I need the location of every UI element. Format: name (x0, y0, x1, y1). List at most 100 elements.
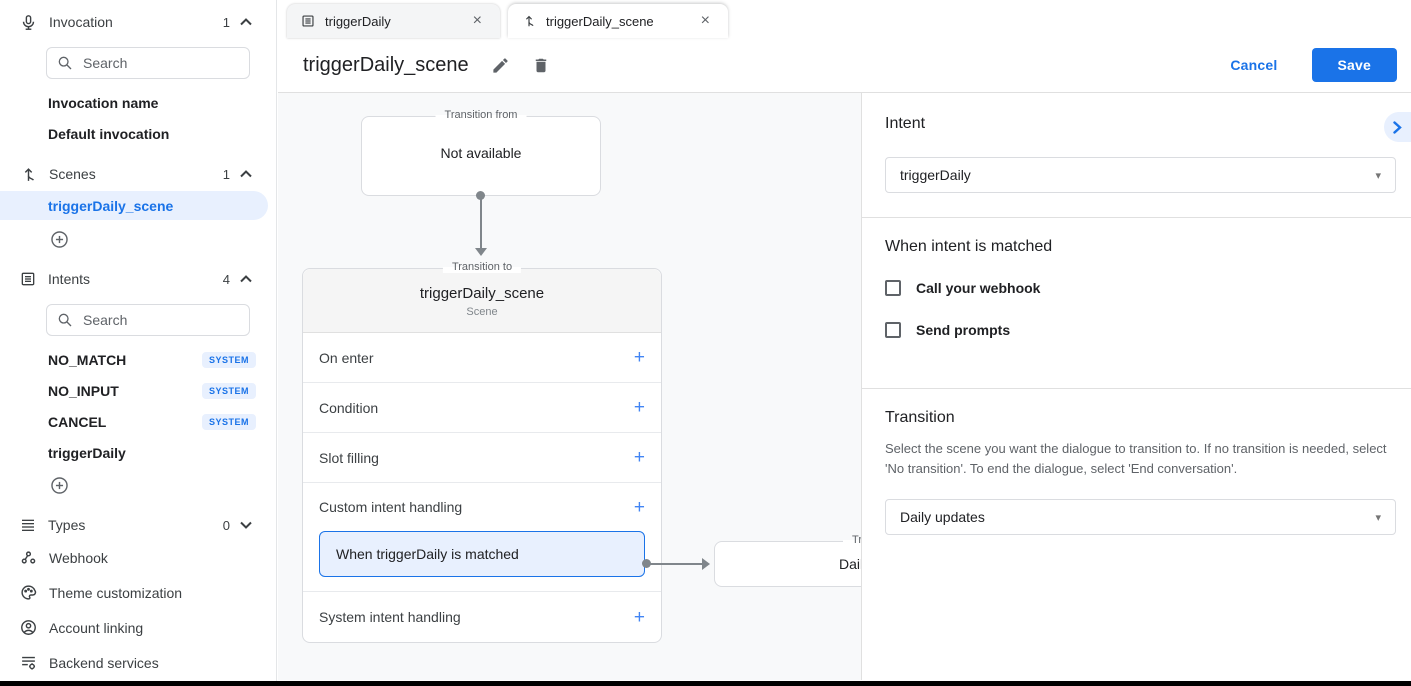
types-icon (20, 518, 36, 532)
scene-tab-icon (522, 14, 536, 28)
connector-dot (476, 191, 485, 200)
sidebar-section-invocation[interactable]: Invocation 1 (0, 7, 276, 37)
close-tab-icon[interactable]: × (472, 12, 482, 29)
plus-circle-icon (50, 476, 69, 495)
chevron-up-icon[interactable] (240, 275, 252, 283)
add-intent-button[interactable] (0, 468, 276, 502)
chevron-right-icon (1393, 120, 1402, 134)
intents-icon (20, 271, 36, 287)
sidebar-item-intent-triggerdaily[interactable]: triggerDaily (0, 437, 276, 468)
checkbox-label: Call your webhook (916, 280, 1041, 296)
window-bottom-edge (0, 681, 1411, 686)
section-label: Scenes (49, 166, 96, 182)
scene-flow-canvas[interactable]: Transition from Not available Transition… (278, 93, 861, 680)
scene-node-title: triggerDaily_scene (419, 285, 545, 302)
caret-down-icon: ▾ (1375, 169, 1381, 182)
chevron-down-icon[interactable] (240, 521, 252, 529)
send-prompts-checkbox-row[interactable]: Send prompts (885, 322, 1396, 338)
section-count: 1 (222, 14, 230, 30)
search-icon (57, 312, 73, 328)
edit-pencil-icon[interactable] (491, 56, 510, 75)
tab-label: triggerDaily_scene (546, 13, 654, 29)
scene-node-subtitle: Scene (466, 306, 498, 318)
add-condition-icon[interactable]: + (633, 397, 645, 418)
sidebar-section-scenes[interactable]: Scenes 1 (0, 159, 276, 189)
transition-description: Select the scene you want the dialogue t… (885, 441, 1387, 477)
microphone-icon (20, 14, 37, 31)
sidebar-section-types[interactable]: Types 0 (0, 510, 276, 540)
connector-line-horizontal (647, 563, 703, 565)
link-label: Account linking (49, 619, 144, 636)
content-area: Transition from Not available Transition… (278, 93, 1411, 680)
sidebar-item-intent-cancel[interactable]: CANCEL SYSTEM (0, 406, 276, 437)
intent-handler-card-selected[interactable]: When triggerDaily is matched (319, 531, 645, 577)
system-badge: SYSTEM (201, 413, 256, 430)
tab-triggerdaily-scene[interactable]: triggerDaily_scene × (508, 4, 728, 38)
sidebar-item-scene-triggerdaily-scene[interactable]: triggerDaily_scene (0, 191, 268, 220)
transition-from-node[interactable]: Transition from Not available (361, 109, 601, 196)
sidebar-item-default-invocation[interactable]: Default invocation (48, 125, 170, 142)
intent-heading: Intent (885, 115, 926, 132)
section-count: 1 (222, 166, 230, 182)
node-legend: Transition to (442, 261, 522, 273)
system-badge: SYSTEM (201, 382, 256, 399)
checkbox-unchecked-icon[interactable] (885, 280, 901, 296)
arrowhead-down-icon (475, 248, 487, 256)
link-label: Webhook (49, 549, 108, 566)
scene-row-condition[interactable]: Condition + (303, 383, 661, 433)
search-input[interactable] (83, 312, 223, 328)
section-count: 0 (222, 517, 230, 533)
collapse-panel-button[interactable] (1384, 112, 1411, 142)
intent-label: NO_INPUT (48, 382, 119, 399)
add-custom-intent-icon[interactable]: + (633, 496, 645, 518)
sidebar-section-intents[interactable]: Intents 4 (0, 264, 276, 294)
section-count: 4 (222, 271, 230, 287)
tab-label: triggerDaily (325, 13, 391, 29)
row-label: On enter (319, 349, 374, 366)
sidebar-item-intent-no-match[interactable]: NO_MATCH SYSTEM (0, 344, 276, 375)
scene-row-slot-filling[interactable]: Slot filling + (303, 433, 661, 483)
section-label: Types (48, 517, 86, 533)
add-scene-button[interactable] (0, 222, 276, 256)
sidebar-item-webhook[interactable]: Webhook (0, 540, 276, 575)
scenes-icon (20, 166, 37, 183)
chevron-up-icon[interactable] (240, 18, 252, 26)
link-label: Backend services (49, 654, 159, 671)
save-button[interactable]: Save (1311, 48, 1397, 82)
add-slot-filling-icon[interactable]: + (633, 447, 645, 468)
intent-select[interactable]: triggerDaily ▾ (885, 157, 1396, 193)
sidebar-item-theme-customization[interactable]: Theme customization (0, 575, 276, 610)
page-title: triggerDaily_scene (303, 53, 469, 76)
tab-triggerdaily[interactable]: triggerDaily × (287, 4, 500, 38)
add-on-enter-icon[interactable]: + (633, 347, 645, 368)
sidebar-item-intent-no-input[interactable]: NO_INPUT SYSTEM (0, 375, 276, 406)
transition-select[interactable]: Daily updates ▾ (885, 499, 1396, 536)
scene-row-on-enter[interactable]: On enter + (303, 333, 661, 383)
delete-trash-icon[interactable] (532, 56, 550, 75)
custom-intent-row-head[interactable]: Custom intent handling + (319, 483, 645, 531)
daily-updates-node-partial[interactable]: Tr Dail (714, 534, 861, 587)
intents-search (46, 304, 250, 336)
transition-from-value: Not available (440, 145, 522, 161)
panel-section-matched: When intent is matched Call your webhook… (862, 218, 1411, 389)
add-system-intent-icon[interactable]: + (633, 606, 645, 628)
cancel-button[interactable]: Cancel (1214, 49, 1293, 81)
checkbox-unchecked-icon[interactable] (885, 322, 901, 338)
sidebar-item-backend-services[interactable]: Backend services (0, 645, 276, 680)
row-label: Condition (319, 399, 379, 416)
link-label: Theme customization (49, 584, 183, 601)
chevron-up-icon[interactable] (240, 170, 252, 178)
transition-to-node[interactable]: Transition to triggerDaily_scene Scene O… (302, 261, 662, 643)
intent-details-panel: Intent triggerDaily ▾ When intent is mat… (861, 93, 1411, 680)
search-icon (57, 55, 73, 71)
sidebar-item-account-linking[interactable]: Account linking (0, 610, 276, 645)
scene-row-system-intent-handling[interactable]: System intent handling + (303, 592, 661, 642)
search-input[interactable] (83, 55, 223, 71)
account-icon (20, 619, 37, 636)
call-webhook-checkbox-row[interactable]: Call your webhook (885, 280, 1396, 296)
sidebar-item-invocation-name[interactable]: Invocation name (48, 94, 159, 111)
close-tab-icon[interactable]: × (700, 12, 710, 29)
section-label: Intents (48, 271, 91, 287)
main-area: triggerDaily × triggerDaily_scene × trig… (278, 0, 1411, 681)
